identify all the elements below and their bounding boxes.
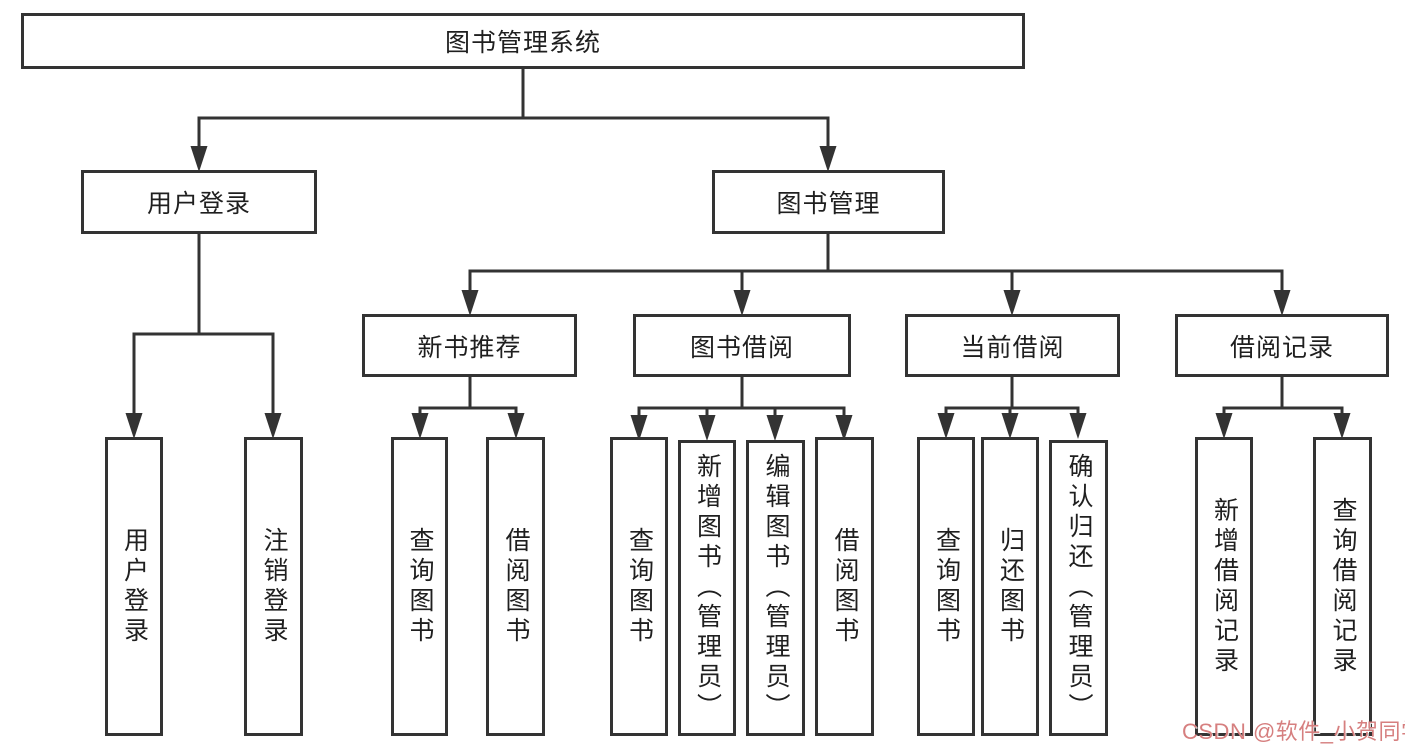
node-label: 查询图书 — [625, 526, 654, 647]
leaf-query-book-3: 查询图书 — [917, 437, 975, 736]
node-book-management: 图书管理 — [712, 170, 945, 234]
node-label: 归还图书 — [996, 526, 1025, 647]
leaf-add-borrow-record: 新增借阅记录 — [1195, 437, 1253, 736]
node-label: 新增图书（管理员） — [693, 453, 722, 723]
node-label: 图书借阅 — [689, 333, 794, 362]
arrowhead-down-icon — [125, 413, 143, 439]
leaf-query-book-2: 查询图书 — [610, 437, 668, 736]
node-label: 新书推荐 — [417, 333, 522, 362]
node-borrow-record: 借阅记录 — [1175, 314, 1389, 377]
arrowhead-down-icon — [1273, 290, 1291, 316]
node-label: 图书管理系统 — [444, 29, 601, 57]
arrowhead-down-icon — [1001, 413, 1019, 439]
node-label: 用户登录 — [146, 190, 251, 218]
leaf-user-login: 用户登录 — [105, 437, 163, 736]
node-user-login: 用户登录 — [81, 170, 317, 234]
node-label: 当前借阅 — [960, 333, 1065, 362]
leaf-confirm-return-admin: 确认归还（管理员） — [1049, 440, 1108, 736]
arrowhead-down-icon — [411, 413, 429, 439]
node-label: 编辑图书（管理员） — [762, 453, 790, 723]
node-current-borrow: 当前借阅 — [905, 314, 1120, 377]
watermark: CSDN @软件_小贺同学 — [1182, 719, 1405, 744]
arrowhead-down-icon — [819, 146, 837, 172]
leaf-return-book: 归还图书 — [981, 437, 1039, 736]
node-label: 借阅记录 — [1229, 333, 1334, 362]
leaf-query-borrow-record: 查询借阅记录 — [1313, 437, 1372, 736]
node-label: 借阅图书 — [502, 526, 530, 647]
node-new-book-recommend: 新书推荐 — [362, 314, 577, 377]
arrowhead-down-icon — [1003, 290, 1021, 316]
node-label: 查询图书 — [406, 526, 434, 647]
arrowhead-down-icon — [190, 146, 208, 172]
arrowhead-down-icon — [698, 415, 716, 441]
node-root: 图书管理系统 — [21, 13, 1025, 69]
arrowhead-down-icon — [766, 415, 784, 441]
node-label: 查询借阅记录 — [1329, 496, 1357, 677]
arrowhead-down-icon — [835, 415, 853, 441]
node-book-borrow: 图书借阅 — [633, 314, 851, 377]
leaf-edit-book-admin: 编辑图书（管理员） — [746, 440, 805, 736]
arrowhead-down-icon — [461, 290, 479, 316]
arrowhead-down-icon — [1333, 413, 1351, 439]
arrowhead-down-icon — [264, 413, 282, 439]
leaf-add-book-admin: 新增图书（管理员） — [678, 440, 736, 736]
arrowhead-down-icon — [1069, 413, 1087, 439]
node-label: 注销登录 — [260, 526, 288, 647]
node-label: 查询图书 — [932, 526, 961, 647]
arrowhead-down-icon — [937, 413, 955, 439]
node-label: 新增借阅记录 — [1210, 496, 1239, 677]
arrowhead-down-icon — [507, 413, 525, 439]
node-label: 图书管理 — [776, 190, 881, 218]
node-label: 用户登录 — [120, 526, 149, 647]
leaf-query-book-1: 查询图书 — [391, 437, 448, 736]
leaf-logout: 注销登录 — [244, 437, 303, 736]
node-label: 确认归还（管理员） — [1065, 453, 1093, 723]
arrowhead-down-icon — [1215, 413, 1233, 439]
node-label: 借阅图书 — [831, 526, 859, 647]
arrowhead-down-icon — [630, 415, 648, 441]
leaf-borrow-book-2: 借阅图书 — [815, 437, 874, 736]
leaf-borrow-book-1: 借阅图书 — [486, 437, 545, 736]
arrowhead-down-icon — [733, 290, 751, 316]
